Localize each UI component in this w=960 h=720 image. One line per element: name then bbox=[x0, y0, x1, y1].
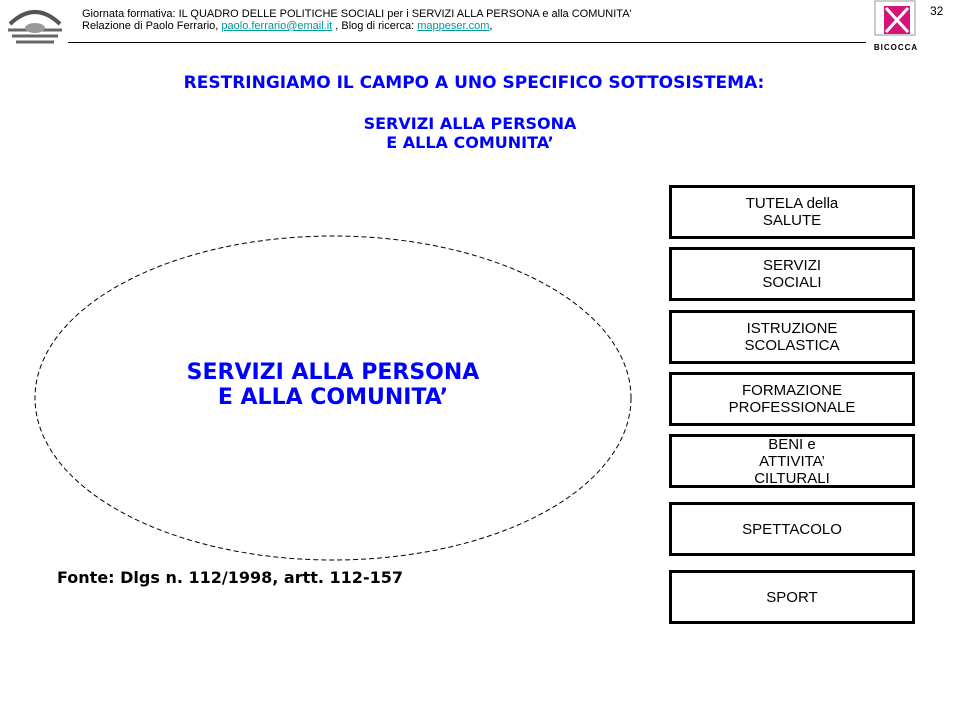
box-istruzione: ISTRUZIONE SCOLASTICA bbox=[669, 310, 915, 364]
slide-title: RESTRINGIAMO IL CAMPO A UNO SPECIFICO SO… bbox=[183, 73, 765, 93]
blog-link[interactable]: mappeser.com bbox=[417, 20, 490, 32]
header-author: Relazione di Paolo Ferrario, bbox=[82, 20, 222, 32]
bicocca-logo: BICOCCA bbox=[872, 0, 920, 52]
bicocca-text: BICOCCA bbox=[873, 43, 919, 52]
email-link[interactable]: paolo.ferrario@email.it bbox=[221, 20, 333, 32]
header-blog-label: , Blog di ricerca: bbox=[332, 20, 418, 32]
header-line1: Giornata formativa: IL QUADRO DELLE POLI… bbox=[82, 8, 632, 20]
header-suffix: , bbox=[489, 20, 493, 32]
box-formazione: FORMAZIONE PROFESSIONALE bbox=[669, 372, 915, 426]
source-note: Fonte: Dlgs n. 112/1998, artt. 112-157 bbox=[57, 568, 403, 587]
subtitle-line2: E ALLA COMUNITA’ bbox=[386, 133, 554, 152]
dashed-ellipse bbox=[34, 235, 632, 561]
page-number: 32 bbox=[930, 4, 944, 18]
left-logo bbox=[8, 10, 62, 44]
subtitle-line1: SERVIZI ALLA PERSONA bbox=[363, 114, 577, 133]
box-servizi-sociali: SERVIZI SOCIALI bbox=[669, 247, 915, 301]
header-divider bbox=[68, 42, 866, 43]
box-tutela-salute: TUTELA della SALUTE bbox=[669, 185, 915, 239]
box-spettacolo: SPETTACOLO bbox=[669, 502, 915, 556]
box-beni-culturali: BENI e ATTIVITA’ CILTURALI bbox=[669, 434, 915, 488]
header-text: Giornata formativa: IL QUADRO DELLE POLI… bbox=[82, 8, 632, 32]
box-sport: SPORT bbox=[669, 570, 915, 624]
ellipse-line2: E ALLA COMUNITA’ bbox=[217, 385, 449, 410]
ellipse-line1: SERVIZI ALLA PERSONA bbox=[186, 360, 480, 385]
